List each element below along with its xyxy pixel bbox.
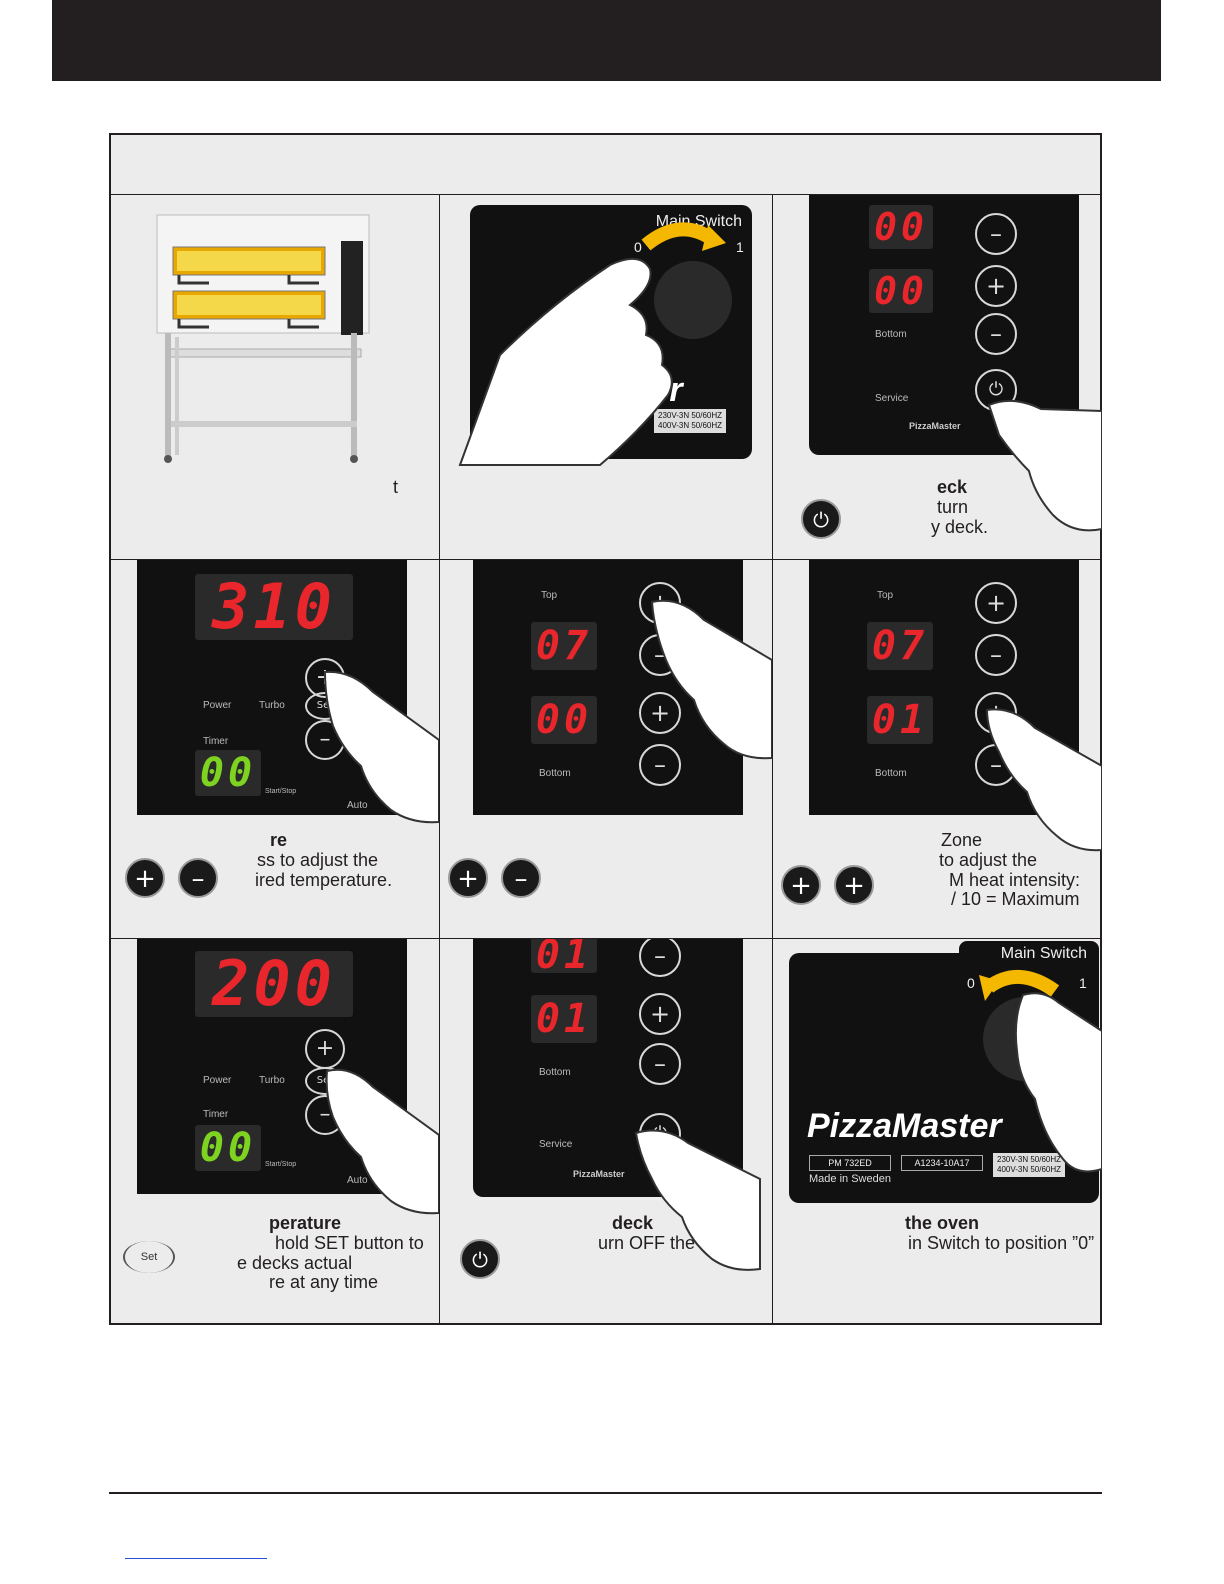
minus-icon: – [178, 858, 218, 898]
step-3-title: eck [937, 477, 967, 497]
step-6-line-1: to adjust the [939, 850, 1037, 870]
step-3-line-1: turn [937, 497, 968, 517]
step-6-line-0: Zone [941, 830, 982, 850]
step-9-line-1: in Switch to position ”0” [908, 1233, 1094, 1253]
step-8-deck-off: 01 01 Bottom – + – Service ⏻ PizzaMaster… [440, 939, 772, 1325]
step-9-title: the oven [905, 1213, 979, 1233]
step-7-line-3: re at any time [269, 1272, 378, 1292]
set-icon: Set [123, 1241, 175, 1273]
step-8-title: deck [612, 1213, 653, 1233]
power-icon: ⏻ [460, 1239, 500, 1279]
step-5-top-zone: Top 07 00 Bottom + – + – + – [440, 560, 772, 938]
step-3-line-2: y deck. [931, 517, 988, 537]
oven-illustration [111, 195, 439, 465]
step-4-temperature: 310 Power Turbo Timer 00 + Set – Start/S… [111, 560, 439, 938]
minus-icon: – [501, 858, 541, 898]
step-3-deck-on: 00 00 – + – Bottom Service ⏻ PizzaMaster… [773, 195, 1102, 559]
step-1-text: t [393, 477, 398, 497]
step-9-main-switch-off: Main Switch 0 1 PizzaMaster PM 732ED A12… [773, 939, 1102, 1325]
step-7-line-2: e decks actual [237, 1253, 352, 1273]
footer-link-underline[interactable] [125, 1558, 267, 1559]
plus-icon: + [125, 858, 165, 898]
step-7-line-1: hold SET button to [275, 1233, 424, 1253]
step-4-line-1: ss to adjust the [257, 850, 378, 870]
step-2-main-switch-on: Main Switch 0 1 PizzaMaster 230V-3N 50/6… [440, 195, 772, 559]
step-6-line-2: M heat intensity: [949, 870, 1080, 890]
step-6-line-3: / 10 = Maximum [951, 889, 1080, 909]
footer-rule [109, 1492, 1102, 1494]
plus-icon: + [781, 865, 821, 905]
step-4-line-2: ired temperature. [255, 870, 392, 890]
instruction-grid: t Main Switch 0 1 PizzaMaster 230V-3N 50… [109, 133, 1102, 1325]
hand-icon [773, 939, 1102, 1325]
step-7-title: perature [269, 1213, 341, 1233]
step-4-title: re [270, 830, 287, 850]
plus-icon: + [834, 865, 874, 905]
step-1-oven: t [111, 195, 439, 559]
step-8-line-1: urn OFF the [598, 1233, 695, 1253]
step-7-check-temperature: 200 Power Turbo Timer 00 + Set – Start/S… [111, 939, 439, 1325]
grid-header-row [111, 135, 1100, 195]
step-6-bottom-zone: Top 07 01 Bottom + – + – Zone to adjust … [773, 560, 1102, 938]
hand-icon [440, 195, 772, 559]
plus-icon: + [448, 858, 488, 898]
power-icon: ⏻ [801, 499, 841, 539]
header-bar [52, 0, 1161, 81]
hand-icon [440, 560, 772, 938]
